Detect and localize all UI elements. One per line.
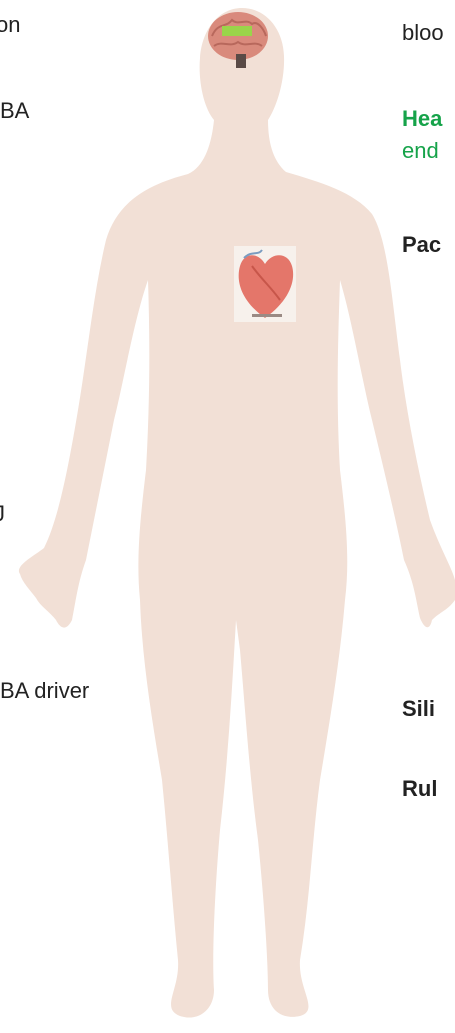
- right-label-heart-sub: end: [402, 140, 439, 162]
- left-label-j: J: [0, 503, 5, 525]
- right-label-sili: Sili: [402, 698, 435, 720]
- right-label-rul: Rul: [402, 778, 437, 800]
- right-label-blood: bloo: [402, 22, 444, 44]
- heart-icon: [234, 246, 296, 322]
- left-label-ba: BA: [0, 100, 29, 122]
- left-label-ba-driver: BA driver: [0, 680, 89, 702]
- left-label-on: on: [0, 14, 20, 36]
- right-label-heart-title: Hea: [402, 108, 442, 130]
- body-silhouette: [19, 8, 455, 1018]
- right-label-pac: Pac: [402, 234, 441, 256]
